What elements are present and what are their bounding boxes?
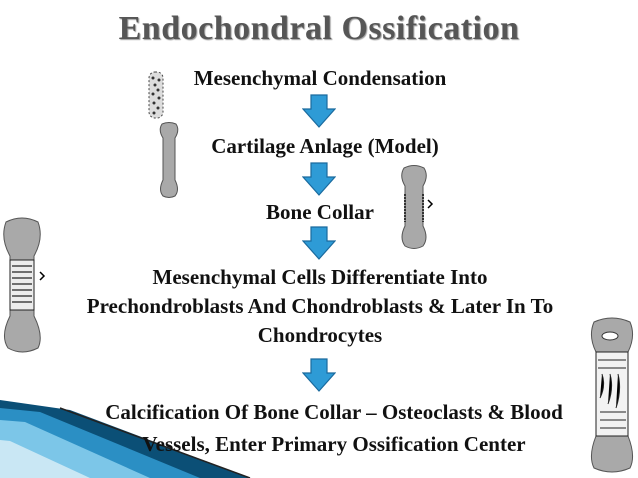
step-calcification: Calcification Of Bone Collar – Osteoclas… <box>36 396 632 460</box>
arrow-down-icon <box>302 226 336 260</box>
step-differentiation-line-1: Mesenchymal Cells Differentiate Into <box>152 265 488 289</box>
slide-title: Endochondral Ossification <box>118 10 520 47</box>
bone-collar-figure <box>401 165 434 249</box>
primary-ossification-figure <box>590 317 634 473</box>
step-mesenchymal-condensation: Mesenchymal Condensation <box>193 66 447 90</box>
step-bone-collar: Bone Collar <box>266 200 374 224</box>
chondrocytes-figure <box>3 217 46 353</box>
mesenchymal-condensation-figure <box>148 71 164 119</box>
arrow-down-icon <box>302 162 336 196</box>
step-calcification-line-2: Vessels, Enter Primary Ossification Cent… <box>142 432 526 456</box>
arrow-down-icon <box>302 358 336 392</box>
step-differentiation-line-2: Prechondroblasts And Chondroblasts & Lat… <box>86 294 554 318</box>
step-differentiation-line-3: Chondrocytes <box>257 323 383 347</box>
cartilage-model-figure <box>159 122 179 198</box>
step-cartilage-anlage: Cartilage Anlage (Model) <box>211 134 439 158</box>
step-differentiation: Mesenchymal Cells Differentiate Into Pre… <box>40 263 600 350</box>
arrow-down-icon <box>302 94 336 128</box>
step-calcification-line-1: Calcification Of Bone Collar – Osteoclas… <box>105 400 563 424</box>
